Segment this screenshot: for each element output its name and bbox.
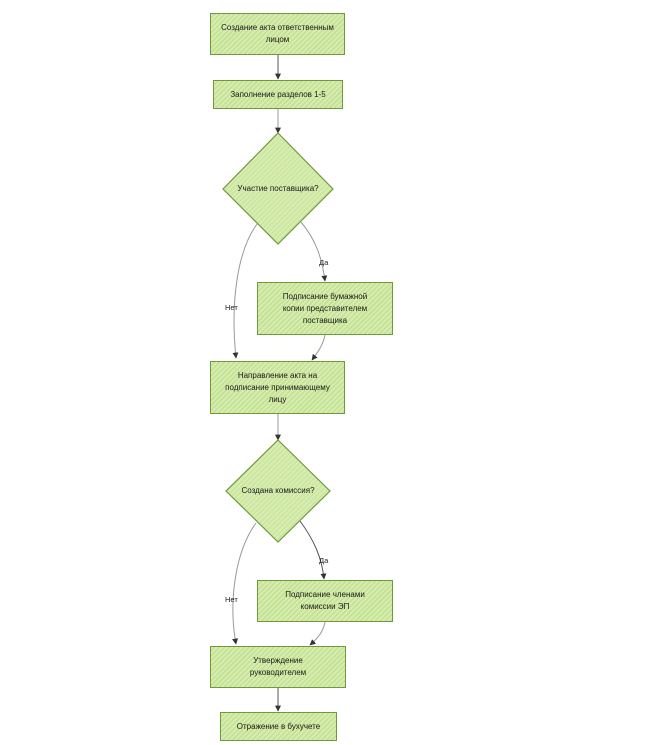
decision-commission-label: Создана комиссия? [241, 486, 315, 495]
node-supplier-sign-label: Подписание бумажной копии представителем… [282, 291, 368, 325]
node-commission-sign-label: Подписание членами комиссии ЭП [285, 590, 365, 611]
node-send-to-receiver: Направление акта на подписание принимающ… [210, 361, 345, 414]
node-create-act-label: Создание акта ответственным лицом [221, 23, 334, 44]
edge-decision1-no [232, 223, 258, 359]
node-manager-approval-label: Утверждение руководителем [249, 656, 307, 677]
node-manager-approval: Утверждение руководителем [210, 646, 346, 688]
decision-supplier-label: Участие поставщика? [237, 184, 319, 193]
edge-label-no-2: Нет [225, 595, 238, 604]
node-commission-sign: Подписание членами комиссии ЭП [257, 580, 393, 622]
edge-supplier-to-send [311, 334, 326, 361]
edge-label-no-1: Нет [225, 303, 238, 312]
edge-decision2-yes [299, 520, 327, 580]
decision-commission-shape [225, 439, 331, 543]
edge-decision1-yes [300, 221, 328, 282]
node-accounting-label: Отражение в бухучете [236, 721, 321, 731]
node-supplier-sign: Подписание бумажной копии представителем… [257, 282, 393, 335]
edge-label-yes-2: Да [319, 556, 329, 565]
node-send-to-receiver-label: Направление акта на подписание принимающ… [225, 370, 330, 404]
edge-commission-to-approval [309, 621, 326, 646]
node-fill-sections-label: Заполнение разделов 1-5 [230, 89, 326, 99]
decision-supplier-shape [222, 132, 334, 245]
node-fill-sections: Заполнение разделов 1-5 [213, 80, 343, 109]
edge-label-yes-1: Да [319, 258, 329, 267]
edge-decision2-no [232, 522, 257, 645]
node-accounting: Отражение в бухучете [220, 712, 337, 741]
node-create-act: Создание акта ответственным лицом [210, 13, 345, 55]
